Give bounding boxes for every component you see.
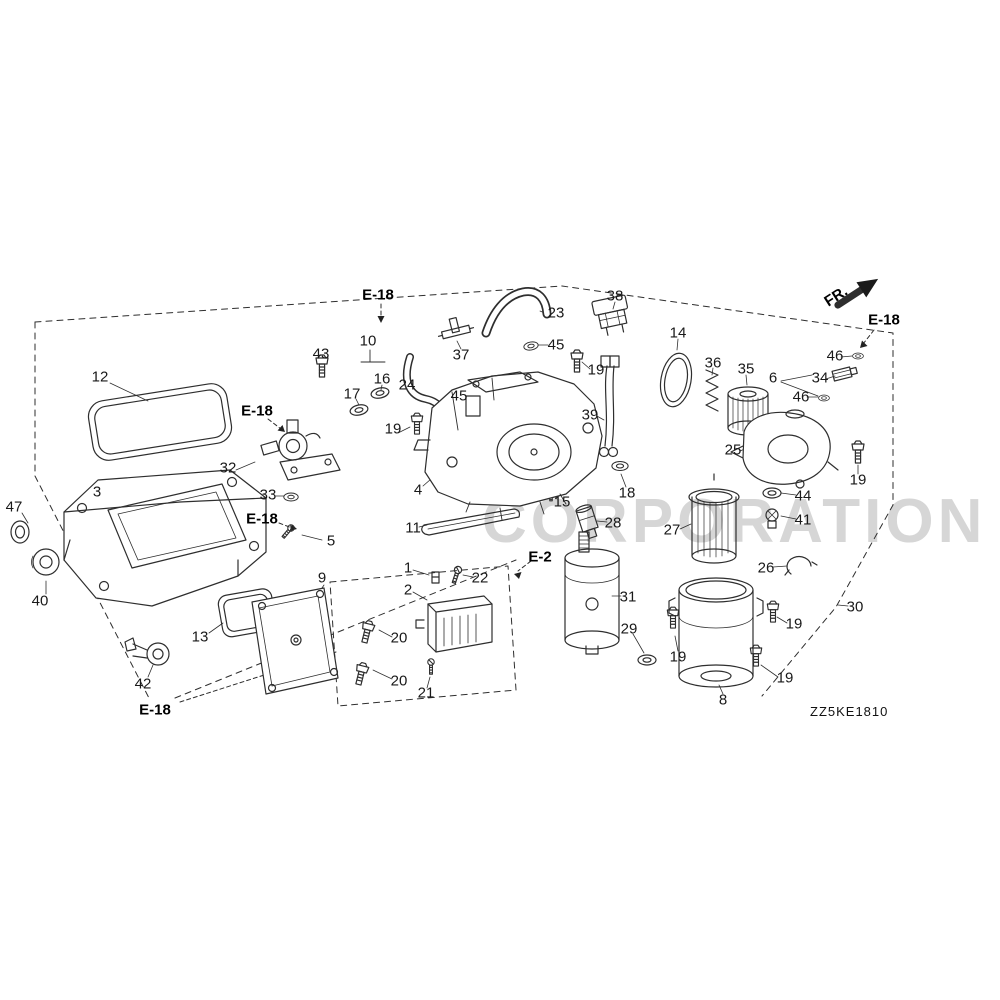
part-31-fuel-pump (564, 531, 620, 655)
watermark-text: CORPORATION (482, 487, 987, 556)
part-10-bracket (360, 349, 386, 363)
part-19-bolt-f (749, 644, 763, 667)
part-8-cup (668, 577, 764, 688)
part-4-throttle-body (413, 371, 603, 521)
part-44-washer (762, 487, 782, 499)
part-42-bolt-assembly (124, 637, 170, 666)
part-40-grommet (31, 548, 60, 576)
part-19-bolt-b (570, 349, 584, 373)
part-46-oring-a (852, 352, 864, 360)
part-32-fuel-joint (260, 419, 341, 481)
part-41-plug (765, 508, 779, 529)
part-17-washer (348, 402, 370, 418)
part-26-clip (784, 556, 818, 576)
part-25-pump-cover (730, 409, 839, 489)
part-20-bolt-a (357, 619, 377, 645)
part-38-connector (591, 294, 629, 336)
part-1-valve (431, 571, 440, 584)
part-36-spring (705, 369, 719, 412)
part-12-gasket (87, 383, 233, 461)
part-19-bolt-e (766, 600, 780, 623)
part-27-strainer (688, 473, 740, 564)
part-19-bolt-a (410, 412, 424, 435)
part-18-oring (611, 460, 629, 472)
fr-direction-arrow (834, 278, 879, 309)
part-14-oring (659, 352, 693, 408)
part-2-control-unit (415, 595, 493, 653)
part-34-joint (831, 366, 858, 382)
part-39-wires (598, 355, 620, 458)
part-5-screw (280, 522, 297, 540)
part-20-bolt-b (351, 661, 371, 687)
part-47-cap (10, 520, 30, 544)
part-6-bracket-lines (780, 374, 819, 397)
part-43-bolt (315, 354, 329, 378)
part-29-oring (637, 654, 657, 666)
part-45-oring-b (522, 340, 540, 352)
part-3-case (63, 469, 267, 607)
part-19-bolt-c (851, 440, 865, 464)
part-16-washer (369, 385, 391, 401)
part-22-screw (449, 564, 464, 585)
part-28-sensor (575, 504, 599, 540)
part-33-oring (283, 492, 299, 502)
part-11-plate (421, 508, 521, 536)
part-21-screw (427, 658, 435, 675)
part-37-joint (437, 316, 475, 340)
part-46-oring-b (818, 394, 830, 402)
part-9-cover (251, 587, 339, 695)
diagram-code: ZZ5KE1810 (810, 704, 889, 719)
part-23-tube (481, 286, 552, 338)
